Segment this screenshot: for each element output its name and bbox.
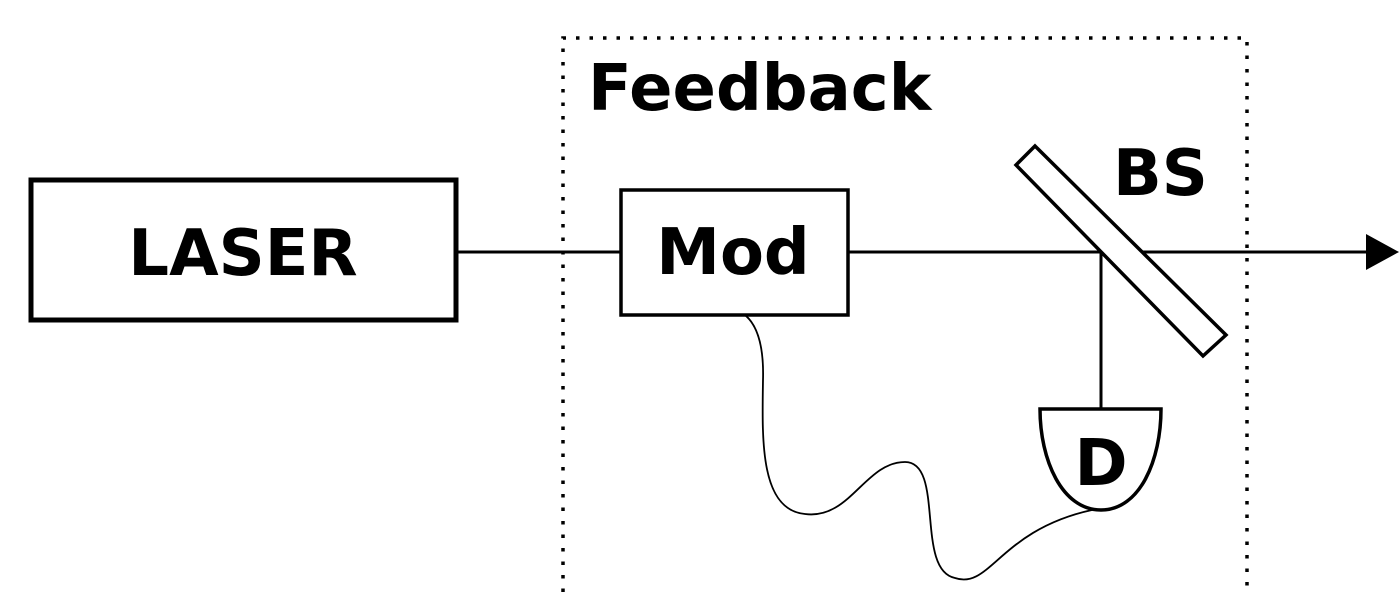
feedback-label: Feedback — [588, 52, 933, 126]
feedback-region-boundary — [561, 36, 1249, 592]
beam-splitter-plate — [1013, 143, 1229, 359]
beam-splitter-label: BS — [1113, 137, 1208, 211]
output-arrowhead — [1366, 234, 1399, 270]
detector-label: D — [1074, 427, 1127, 501]
laser-box — [28, 177, 459, 323]
modulator-label: Mod — [656, 216, 809, 290]
feedback-cable — [744, 314, 1093, 581]
detector-shape — [1038, 407, 1163, 512]
laser-label: LASER — [128, 217, 357, 291]
modulator-box — [619, 188, 850, 317]
